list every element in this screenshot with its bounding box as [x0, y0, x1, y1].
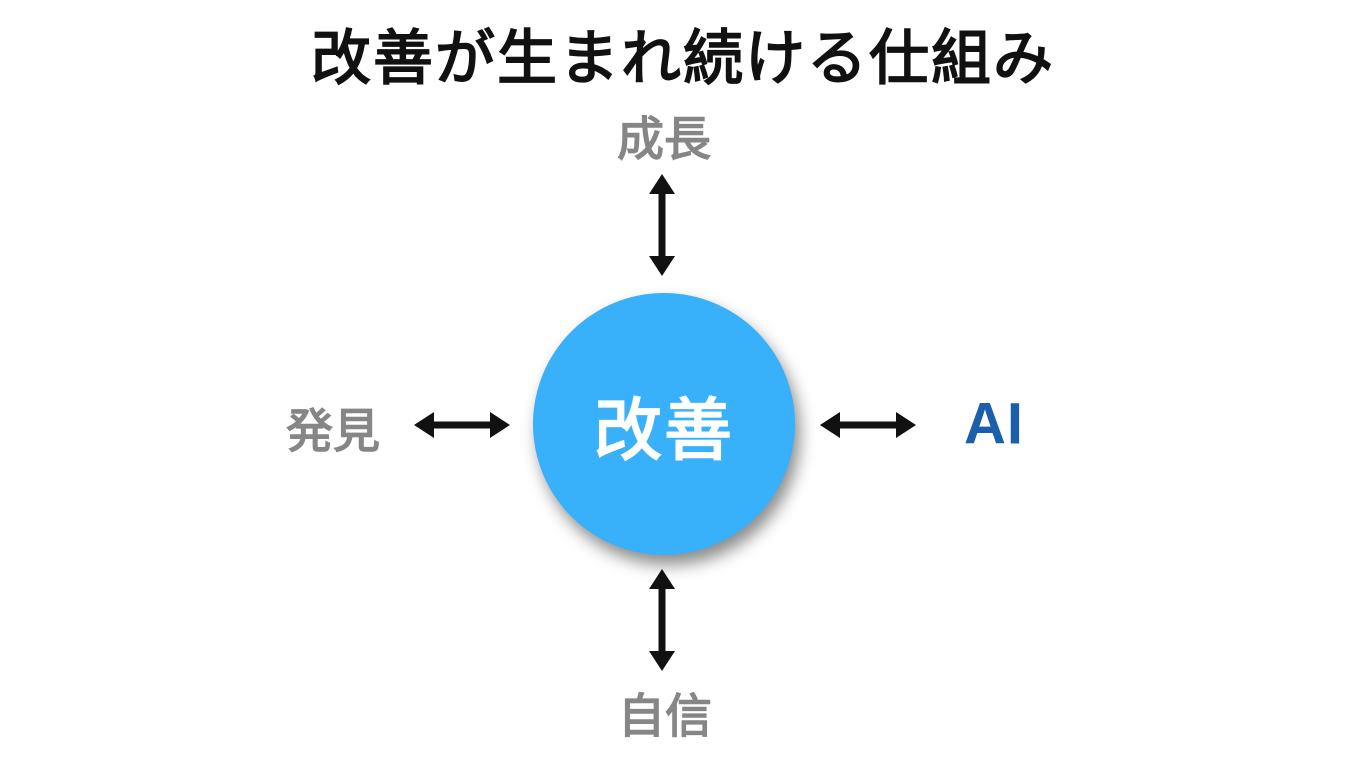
center-circle-improvement: 改善: [533, 293, 795, 555]
node-label-confidence: 自信: [618, 689, 712, 743]
node-label-growth: 成長: [617, 112, 711, 166]
double-arrow-vertical-bottom-icon: [644, 567, 680, 673]
center-circle-label: 改善: [593, 392, 734, 469]
slide-title: 改善が生まれ続ける仕組み: [311, 25, 1055, 92]
double-arrow-horizontal-left-icon: [412, 407, 512, 443]
double-arrow-vertical-top-icon: [644, 172, 680, 278]
node-label-ai: AI: [964, 391, 1024, 457]
double-arrow-horizontal-right-icon: [818, 407, 918, 443]
node-label-discovery: 発見: [286, 404, 380, 458]
